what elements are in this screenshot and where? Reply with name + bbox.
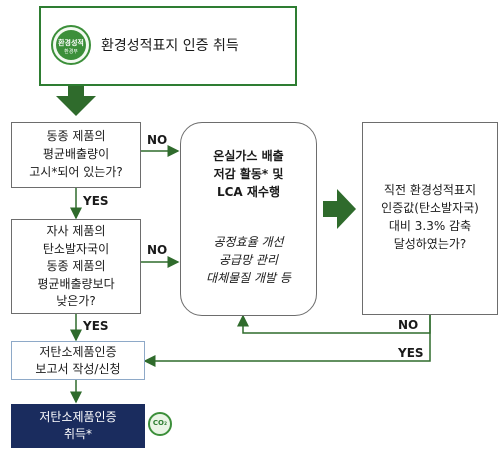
low-carbon-certification-logo: CO₂ [148,412,172,436]
center-italic-line2: 공급망 관리 [218,253,278,267]
eco-label-logo-subtext: 환경부 [64,49,78,55]
q2-line1: 자사 제품의 [46,224,106,238]
label-no-q2: NO [147,243,168,257]
q2-line2: 탄소발자국이 [42,241,110,256]
question-box-average-emission: 동종 제품의 평균배출량이 고시*되어 있는가? [11,122,141,188]
q2-line3: 동종 제품의 [46,259,106,273]
question-box-lower-footprint: 자사 제품의 탄소발자국이 동종 제품의 평균배출량보다 낮은가? [11,219,141,314]
center-italic-line1: 공정효율 개선 [213,235,284,249]
q2-line5: 낮은가? [56,294,96,308]
q1-line3: 고시*되어 있는가? [29,165,123,179]
label-yes-q1: YES [83,194,109,208]
q1-line2: 평균배출량이 [42,147,110,161]
big-down-arrow [56,84,96,116]
q3-line3: 대비 3.3% 감축 [388,219,472,233]
center-bold-line3: LCA 재수행 [216,185,281,199]
label-yes-q3: YES [398,346,424,360]
low-carbon-logo-text: CO₂ [152,419,168,427]
final-line2: 취득* [63,427,93,441]
q3-line4: 달성하였는가? [393,237,467,251]
center-italic-line3: 대체물질 개발 등 [206,271,291,285]
reduction-activity-box: 온실가스 배출 저감 활동* 및 LCA 재수행 공정효율 개선 공급망 관리 … [180,122,317,316]
report-line2: 보고서 작성/신청 [35,362,121,376]
big-right-arrow [323,189,356,229]
q3-line1: 직전 환경성적표지 [383,183,477,197]
start-title: 환경성적표지 인증 취득 [101,38,239,54]
center-bold-line1: 온실가스 배출 [213,149,284,163]
label-yes-q2: YES [83,319,109,333]
certification-acquired-box: 저탄소제품인증 취득* [11,404,145,448]
eco-label-logo: 환경성적 환경부 [51,25,91,65]
label-no-q3: NO [398,318,419,332]
q1-line1: 동종 제품의 [46,129,106,143]
report-line1: 저탄소제품인증 [39,345,117,359]
eco-label-logo-text: 환경성적 [58,39,84,47]
q3-line2: 인증값(탄소발자국) [381,201,479,215]
final-line1: 저탄소제품인증 [39,410,117,424]
start-box: 환경성적 환경부 환경성적표지 인증 취득 [39,6,297,86]
question-box-reduction-rate: 직전 환경성적표지 인증값(탄소발자국) 대비 3.3% 감축 달성하였는가? [362,122,498,315]
arrow-q3-yes-to-report [143,315,431,367]
label-no-q1: NO [147,133,168,147]
q2-line4: 평균배출량보다 [37,276,115,291]
report-submission-box: 저탄소제품인증 보고서 작성/신청 [11,341,145,380]
center-bold-line2: 저감 활동* 및 [213,167,284,181]
